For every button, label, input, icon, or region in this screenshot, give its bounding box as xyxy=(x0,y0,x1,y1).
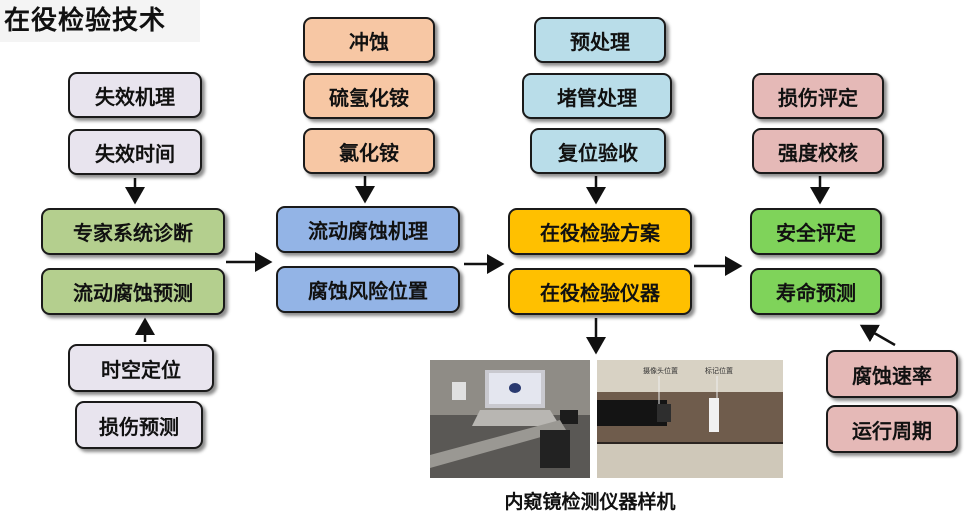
box-label: 氯化铵 xyxy=(339,137,399,166)
box-tube-plugging: 堵管处理 xyxy=(522,73,672,119)
box-label: 流动腐蚀预测 xyxy=(73,277,193,306)
box-label: 预处理 xyxy=(570,26,630,55)
box-label: 在役检验方案 xyxy=(540,217,660,246)
box-label: 安全评定 xyxy=(776,217,856,246)
box-inservice-inspection-plan: 在役检验方案 xyxy=(508,208,692,255)
box-life-prediction: 寿命预测 xyxy=(750,268,882,315)
box-label: 寿命预测 xyxy=(776,277,856,306)
box-operating-cycle: 运行周期 xyxy=(826,405,958,453)
box-label: 腐蚀速率 xyxy=(852,360,932,389)
photo-pipe-camera: 摄像头位置 标记位置 xyxy=(597,360,783,478)
box-expert-system-diagnosis: 专家系统诊断 xyxy=(41,208,225,255)
box-flow-corrosion-mechanism: 流动腐蚀机理 xyxy=(276,206,460,253)
box-label: 专家系统诊断 xyxy=(73,217,193,246)
box-label: 运行周期 xyxy=(852,415,932,444)
arrow-col4-bottom xyxy=(862,326,895,345)
box-label: 腐蚀风险位置 xyxy=(308,275,428,304)
box-label: 复位验收 xyxy=(558,137,638,166)
laptop-illustration xyxy=(430,360,590,478)
box-erosion: 冲蚀 xyxy=(303,17,435,63)
box-label: 时空定位 xyxy=(101,354,181,383)
photo-endoscope-laptop xyxy=(430,360,590,478)
box-spatiotemporal-location: 时空定位 xyxy=(68,344,214,392)
box-label: 堵管处理 xyxy=(557,82,637,111)
box-inservice-inspection-instrument: 在役检验仪器 xyxy=(508,268,692,315)
box-label: 强度校核 xyxy=(778,137,858,166)
pipe-illustration xyxy=(597,360,783,478)
mark-position-label: 标记位置 xyxy=(705,366,733,376)
photo-caption: 内窥镜检测仪器样机 xyxy=(470,487,710,513)
box-damage-assessment: 损伤评定 xyxy=(752,73,884,119)
box-corrosion-risk-location: 腐蚀风险位置 xyxy=(276,266,460,313)
box-damage-prediction: 损伤预测 xyxy=(75,401,203,449)
box-corrosion-rate: 腐蚀速率 xyxy=(826,350,958,398)
box-label: 损伤评定 xyxy=(778,82,858,111)
box-flow-corrosion-prediction: 流动腐蚀预测 xyxy=(41,268,225,315)
box-failure-mechanism: 失效机理 xyxy=(68,72,202,118)
box-label: 流动腐蚀机理 xyxy=(308,215,428,244)
box-label: 损伤预测 xyxy=(99,411,179,440)
box-ammonium-chloride: 氯化铵 xyxy=(303,128,435,174)
box-failure-time: 失效时间 xyxy=(68,129,202,175)
box-label: 硫氢化铵 xyxy=(329,82,409,111)
box-safety-assessment: 安全评定 xyxy=(750,208,882,255)
box-label: 失效机理 xyxy=(95,81,175,110)
camera-position-label: 摄像头位置 xyxy=(643,366,678,376)
box-pretreatment: 预处理 xyxy=(534,17,666,63)
box-ammonium-bisulfide: 硫氢化铵 xyxy=(303,73,435,119)
box-strength-check: 强度校核 xyxy=(752,128,884,174)
box-label: 冲蚀 xyxy=(349,26,389,55)
box-label: 在役检验仪器 xyxy=(540,277,660,306)
box-label: 失效时间 xyxy=(95,138,175,167)
box-reset-acceptance: 复位验收 xyxy=(530,128,666,174)
